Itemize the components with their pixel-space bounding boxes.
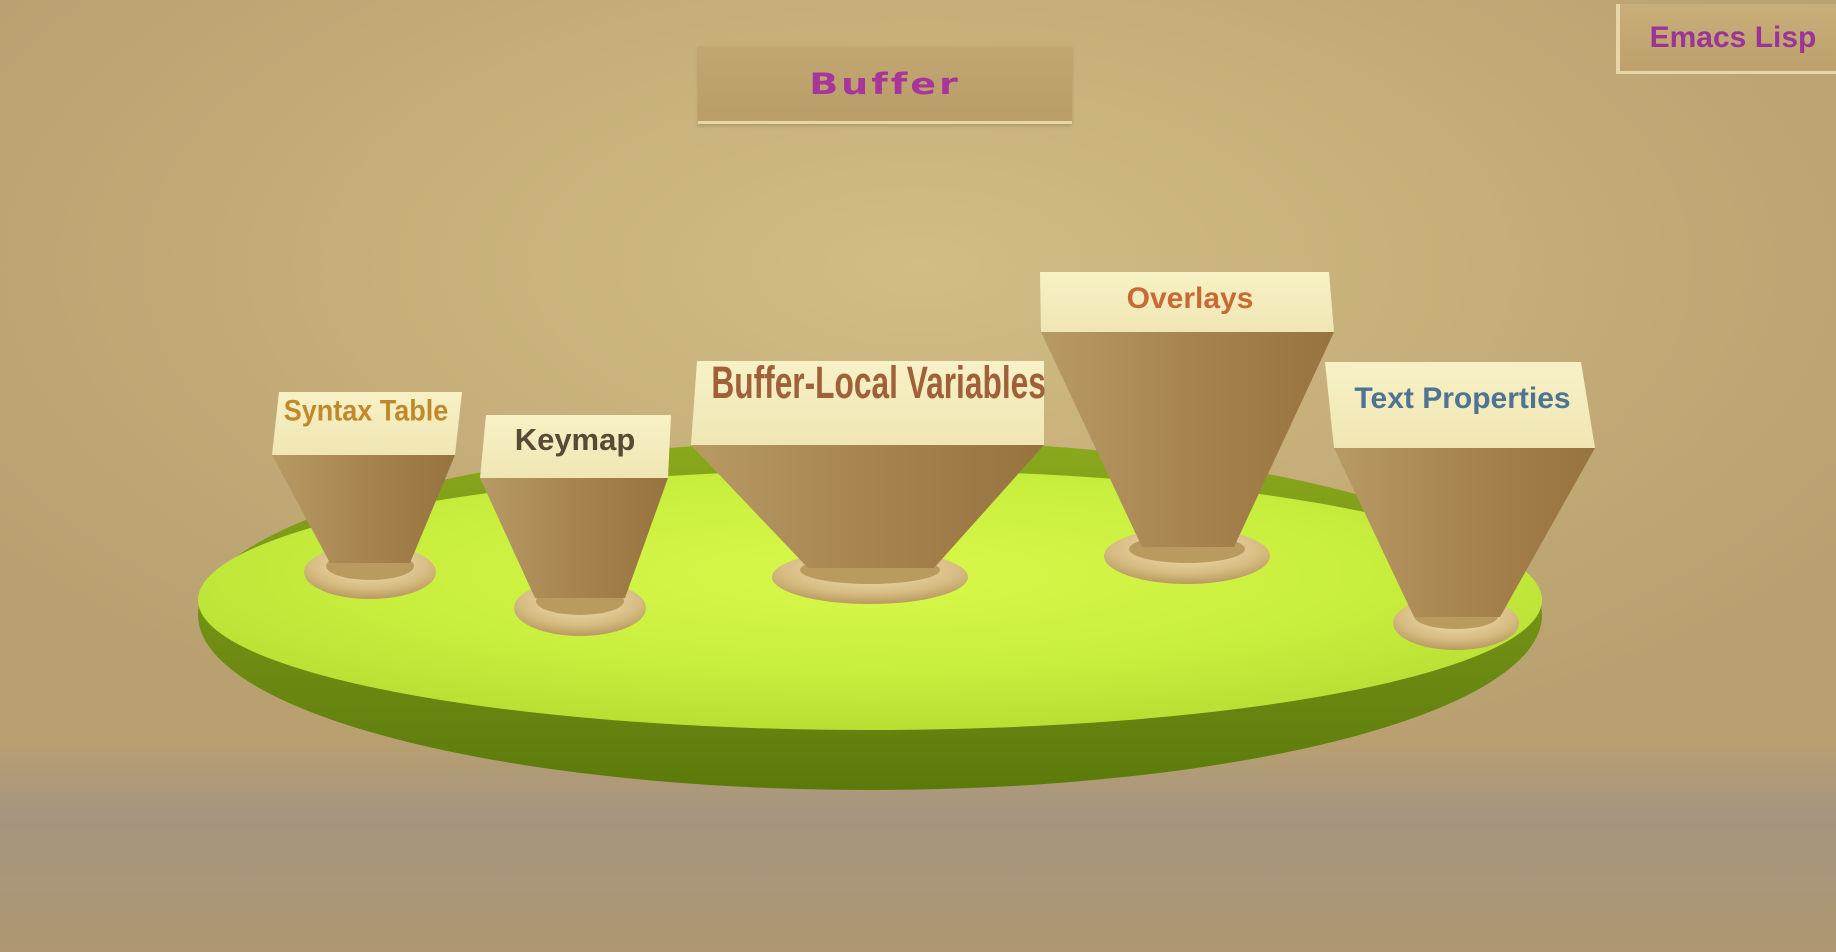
node-buffer-local-variables xyxy=(691,361,1044,604)
title-sign: Buffer xyxy=(698,46,1072,124)
node-label-buffer-local-variables: Buffer-Local Variables xyxy=(711,356,1046,408)
node-text-properties xyxy=(1325,362,1595,650)
node-funnel xyxy=(691,445,1044,568)
node-funnel xyxy=(1041,332,1334,547)
node-funnel xyxy=(480,478,668,598)
node-funnel xyxy=(1334,448,1595,617)
node-label-panel xyxy=(272,392,462,455)
node-funnel xyxy=(272,455,455,563)
node-label-panel xyxy=(1040,272,1334,332)
node-label-keymap: Keymap xyxy=(514,422,636,457)
node-syntax-table xyxy=(272,392,462,599)
node-label-text-properties: Text Properties xyxy=(1354,382,1571,415)
diagram-title: Buffer xyxy=(809,66,961,101)
corner-label: Emacs Lisp xyxy=(1649,20,1817,54)
node-keymap xyxy=(480,415,671,636)
node-overlays xyxy=(1040,272,1334,584)
node-label-panel xyxy=(691,361,1044,445)
corner-sign: Emacs Lisp xyxy=(1616,4,1836,74)
node-label-syntax-table: Syntax Table xyxy=(283,394,449,428)
node-label-panel xyxy=(1325,362,1595,448)
node-label-panel xyxy=(480,415,671,478)
node-label-overlays: Overlays xyxy=(1126,282,1254,315)
